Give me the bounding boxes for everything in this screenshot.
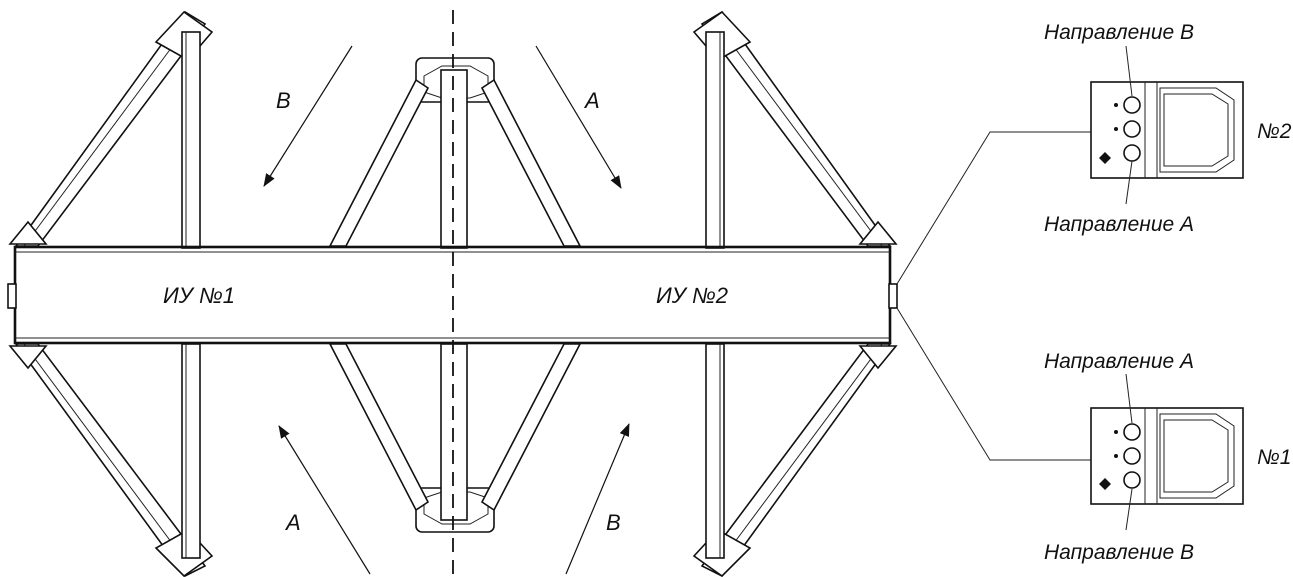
button-icon: [1123, 423, 1141, 441]
panel1-bottom-label: Направление В: [1044, 541, 1194, 564]
panel2-number: №2: [1257, 120, 1292, 143]
control-panel-2: [1090, 45, 1244, 205]
arrow-icon: [565, 423, 630, 575]
center-frame: [328, 57, 582, 533]
direction-label-b-bottom: В: [606, 510, 621, 535]
control-panel-1: [1090, 373, 1244, 531]
arrow-icon: [278, 425, 371, 575]
unit-label-2: ИУ №2: [656, 283, 728, 308]
direction-arrows: [263, 45, 630, 575]
direction-label-a-bottom: А: [284, 510, 301, 535]
panel1-top-label: Направление А: [1044, 350, 1194, 373]
left-frame: [8, 10, 214, 577]
right-frame: [692, 10, 898, 577]
panel1-number: №1: [1257, 446, 1291, 469]
button-icon: [1123, 447, 1141, 465]
panel2-bottom-label: Направление А: [1044, 213, 1194, 236]
direction-label-b-top: В: [276, 88, 291, 113]
cables: [896, 131, 1091, 461]
direction-label-a-top: А: [583, 88, 600, 113]
button-icon: [1123, 96, 1141, 114]
unit-label-1: ИУ №1: [163, 283, 235, 308]
arrow-icon: [263, 45, 353, 187]
panel2-top-label: Направление В: [1044, 21, 1194, 44]
arrow-icon: [535, 45, 622, 189]
button-icon: [1123, 120, 1141, 138]
button-icon: [1123, 471, 1141, 489]
logo-icon: [1099, 478, 1111, 490]
logo-icon: [1099, 152, 1111, 164]
